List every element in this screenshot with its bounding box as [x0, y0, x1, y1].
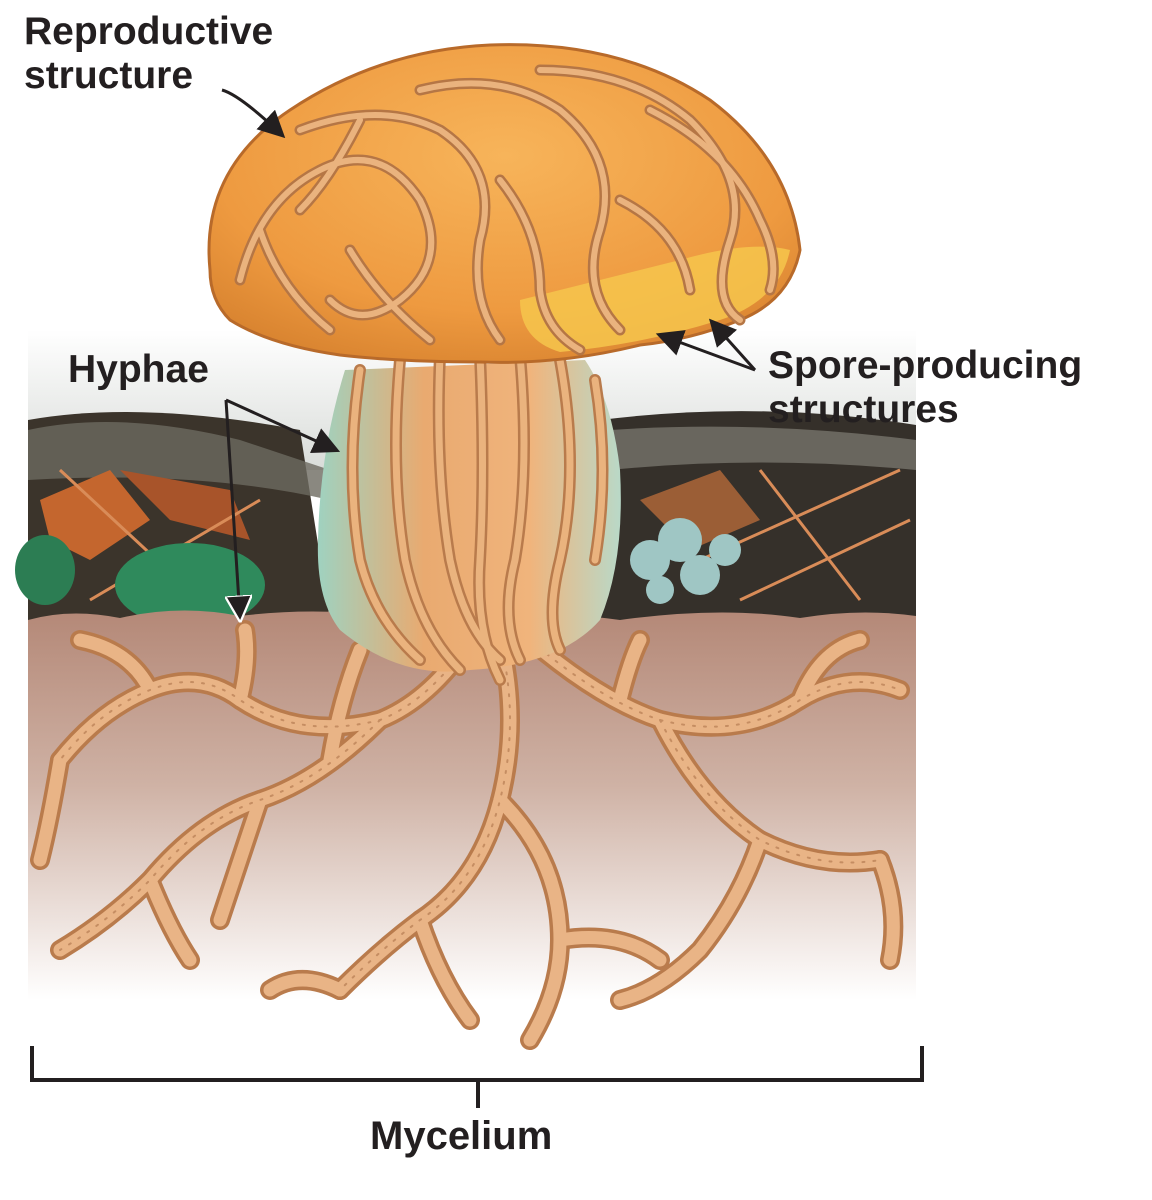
- label-mycelium: Mycelium: [370, 1114, 553, 1158]
- label-hyphae: Hyphae: [68, 348, 209, 391]
- label-spore-line-1: Spore-producing: [768, 344, 1083, 387]
- label-spore-producing-structures: Spore-producing structures: [768, 344, 1082, 431]
- label-spore-line-2: structures: [768, 387, 959, 431]
- arrow-spore-1: [655, 330, 756, 372]
- arrow-spore-2: [708, 318, 757, 372]
- label-reproductive-line-1: Reproductive: [24, 10, 274, 53]
- arrow-hyphae-stalk: [225, 398, 341, 453]
- mycelium-bracket: [30, 1046, 924, 1108]
- label-reproductive-structure: Reproductive structure: [24, 10, 273, 97]
- mushroom-illustration: [207, 43, 802, 686]
- arrow-reproductive: [221, 88, 286, 139]
- leader-lines: [221, 88, 757, 618]
- hyphae-network: [30, 620, 910, 1050]
- leaf-litter: [15, 411, 916, 627]
- arrow-hyphae-soil: [224, 399, 240, 618]
- label-reproductive-line-2: structure: [24, 53, 194, 97]
